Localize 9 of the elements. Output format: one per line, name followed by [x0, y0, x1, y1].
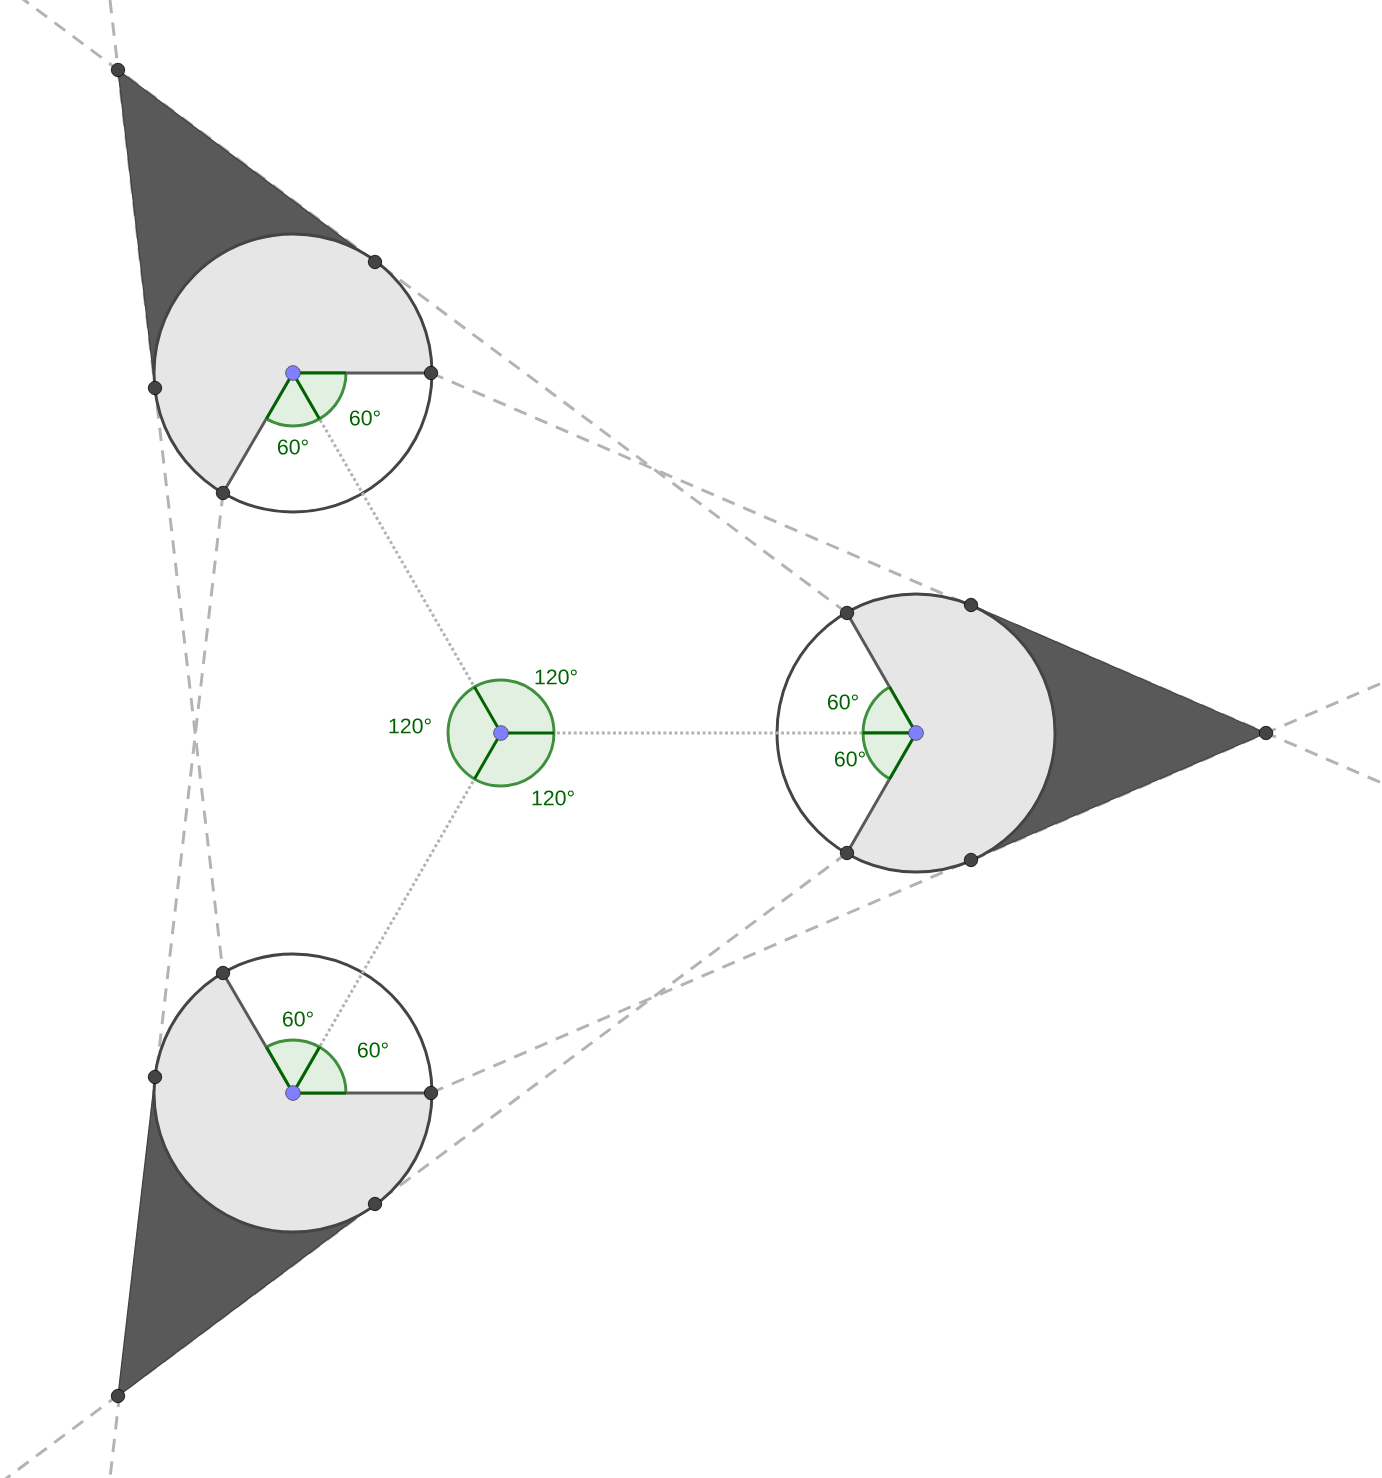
angle-label: 60° — [834, 751, 865, 767]
angle-label: 120° — [532, 790, 574, 806]
angle-label: 60° — [282, 1011, 313, 1027]
angle-label: 120° — [389, 718, 431, 734]
angle-label: 60° — [349, 410, 380, 426]
angle-label: 120° — [535, 669, 577, 685]
angle-label: 60° — [827, 694, 858, 710]
angle-label: 60° — [357, 1042, 388, 1058]
angle-label: 60° — [277, 439, 308, 455]
